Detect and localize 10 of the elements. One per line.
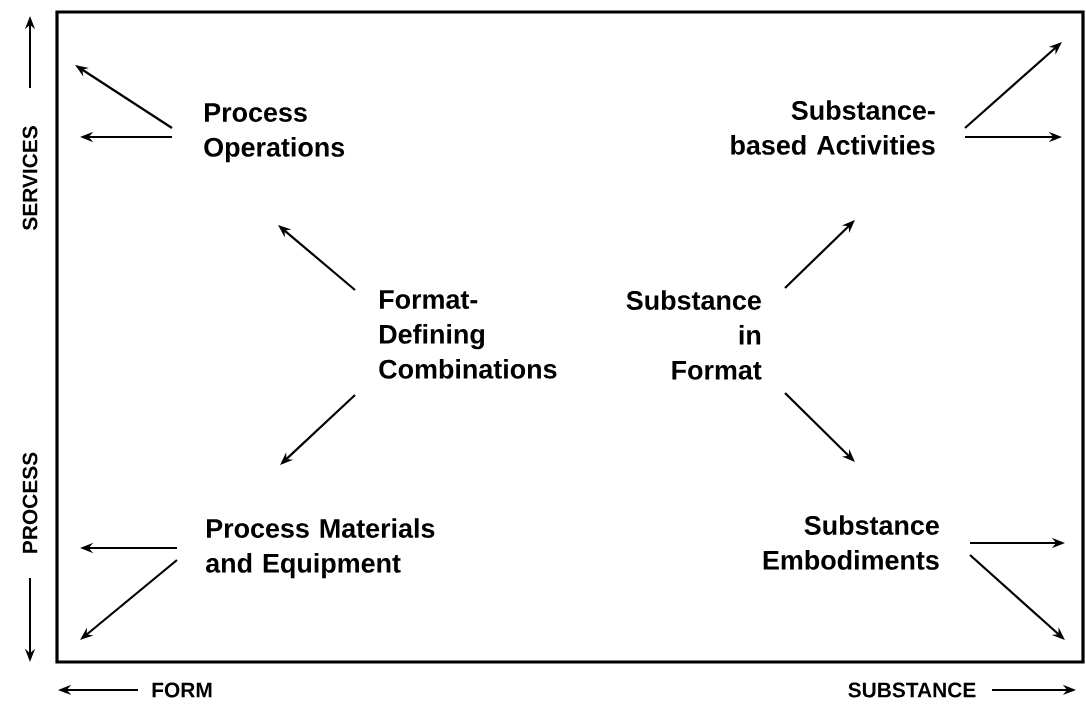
text-label: Process Operations — [204, 103, 345, 163]
text-label: Substance-based Activities — [731, 100, 935, 155]
axis-label: SERVICES — [22, 126, 38, 231]
axis-label: SUBSTANCE — [848, 682, 976, 698]
text-label: Format-Defining Combinations — [379, 290, 557, 379]
axis-label: PROCESS — [22, 452, 38, 553]
axis-label: FORM — [152, 682, 212, 698]
text-label: Process Materials and Equipment — [206, 518, 435, 579]
text-label: Substance Embodiments — [763, 515, 939, 570]
text-label: Substance in Format — [626, 290, 762, 380]
